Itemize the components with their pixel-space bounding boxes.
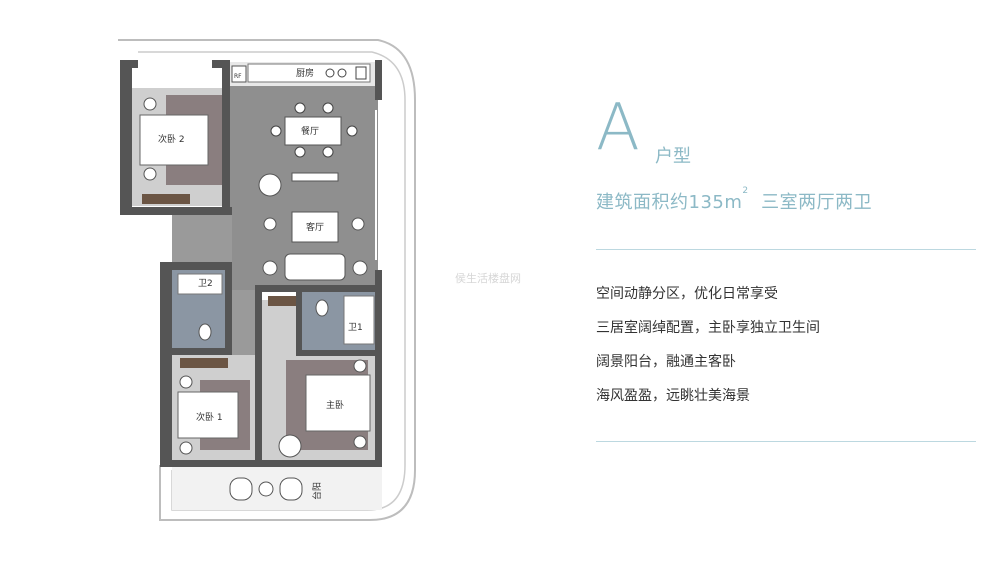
toilet-icon xyxy=(315,299,329,317)
chair-icon xyxy=(294,146,306,158)
area-sup: 2 xyxy=(742,186,749,196)
chair-icon xyxy=(322,146,334,158)
sink-icon xyxy=(355,66,367,80)
room-label-balcony: 台阳 xyxy=(311,482,323,500)
lamp-icon xyxy=(263,217,277,231)
balcony-outline xyxy=(118,39,416,521)
room-label-master: 主卧 xyxy=(326,399,344,411)
balcony-chair xyxy=(279,477,303,501)
bedroom2-wardrobe xyxy=(142,194,190,204)
armchair-icon xyxy=(278,434,302,458)
watermark: 侯生活楼盘网 xyxy=(455,272,521,285)
layout-text: 三室两厅两卫 xyxy=(761,192,873,213)
chair-icon xyxy=(294,102,306,114)
unit-type-suffix: 户型 xyxy=(655,146,691,167)
room-label-dining: 餐厅 xyxy=(301,125,319,137)
lamp-icon xyxy=(353,359,367,373)
lamp-icon xyxy=(353,435,367,449)
feature-item: 三居室阔绰配置，主卧享独立卫生间 xyxy=(596,320,820,336)
coffee-table xyxy=(291,211,339,243)
tv-stand xyxy=(291,172,339,182)
balcony-floor xyxy=(172,465,382,510)
feature-item: 海风盈盈，远眺壮美海景 xyxy=(596,388,750,404)
balcony-table xyxy=(258,481,274,497)
fridge-icon xyxy=(231,65,247,83)
stove-icon xyxy=(325,68,335,78)
room-label-fridge: RF xyxy=(234,73,242,80)
bedroom1-bed xyxy=(177,391,239,439)
area-text: 建筑面积约135m xyxy=(596,192,743,213)
master-bed xyxy=(305,374,371,432)
lamp-icon xyxy=(179,441,193,455)
stove-icon xyxy=(337,68,347,78)
armchair-icon xyxy=(258,173,282,197)
chair-icon xyxy=(270,125,282,137)
corridor-floor xyxy=(172,210,232,270)
balcony-chair xyxy=(229,477,253,501)
room-label-kitchen: 厨房 xyxy=(296,67,314,79)
room-label-bath1: 卫1 xyxy=(348,323,363,333)
bedroom1-wardrobe xyxy=(180,358,228,368)
kitchen-counter xyxy=(247,63,371,83)
dining-table xyxy=(284,116,342,146)
feature-item: 阔景阳台，融通主客卧 xyxy=(596,354,736,370)
lamp-icon xyxy=(179,375,193,389)
lamp-icon xyxy=(352,260,368,276)
chair-icon xyxy=(322,102,334,114)
chair-icon xyxy=(346,125,358,137)
walls xyxy=(120,60,382,467)
feature-item: 空间动静分区，优化日常享受 xyxy=(596,286,778,302)
bath1-shower xyxy=(343,295,375,345)
master-wardrobe xyxy=(268,296,300,306)
unit-subtitle: 建筑面积约135m2 三室两厅两卫 xyxy=(596,186,873,214)
bath2-shower xyxy=(177,273,223,295)
lamp-icon xyxy=(351,217,365,231)
lamp-icon xyxy=(262,260,278,276)
sofa xyxy=(284,253,346,281)
lamp-icon xyxy=(143,97,157,111)
room-label-bedroom1: 次卧 1 xyxy=(196,411,223,423)
feature-list: 空间动静分区，优化日常享受 三居室阔绰配置，主卧享独立卫生间 阔景阳台，融通主客… xyxy=(596,283,820,419)
unit-letter: A xyxy=(596,91,640,165)
bedroom2-bed xyxy=(139,114,209,166)
room-label-living: 客厅 xyxy=(306,221,324,233)
divider-bottom xyxy=(596,441,976,442)
room-label-bedroom2: 次卧 2 xyxy=(158,133,185,145)
room-label-bath2: 卫2 xyxy=(198,279,213,289)
toilet-icon xyxy=(198,323,212,341)
divider-top xyxy=(596,249,976,250)
lamp-icon xyxy=(143,167,157,181)
